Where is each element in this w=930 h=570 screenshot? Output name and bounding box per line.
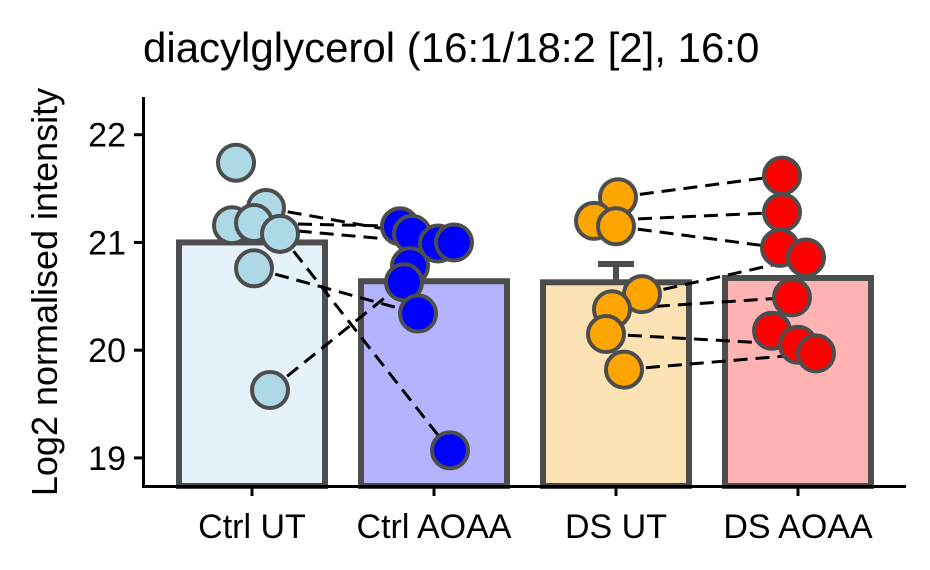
bars-layer [176, 239, 874, 490]
y-tick-label: 21 [88, 224, 126, 262]
pair-line [269, 281, 405, 392]
chart-title: diacylglycerol (16:1/18:2 [2], 16:0 [143, 24, 759, 71]
data-point [596, 206, 636, 247]
pair-line [617, 174, 783, 199]
data-point [216, 142, 256, 183]
data-point [260, 213, 300, 254]
data-point [434, 222, 474, 263]
pair-line [278, 232, 452, 452]
data-point [234, 248, 274, 289]
data-point [250, 370, 290, 411]
bar-ds-aoaa [722, 274, 874, 489]
data-point [796, 333, 836, 374]
data-point [772, 277, 812, 318]
data-point [762, 155, 802, 196]
data-point [786, 237, 826, 278]
y-tick-label: 19 [88, 440, 126, 478]
data-point [604, 349, 644, 390]
x-tick-label: Ctrl UT [198, 508, 306, 546]
errorbars-layer [598, 260, 634, 283]
x-tick-label: Ctrl AOAA [357, 508, 512, 546]
x-ticks-layer: Ctrl UT Ctrl AOAA DS UT DS AOAA [198, 487, 873, 546]
x-tick-label: DS UT [565, 508, 667, 546]
pair-line [253, 266, 419, 315]
x-tick-label: DS AOAA [723, 508, 873, 546]
y-ticks-layer: 19 20 21 22 [88, 117, 143, 478]
data-point [398, 293, 438, 334]
pair-line [615, 224, 781, 250]
y-tick-label: 22 [88, 117, 126, 155]
data-point [586, 314, 626, 355]
y-tick-label: 20 [88, 332, 126, 370]
data-point [762, 192, 802, 233]
data-point [430, 430, 470, 471]
y-axis-label: Log2 normalised intensity [24, 88, 65, 496]
points-layer [212, 142, 836, 471]
